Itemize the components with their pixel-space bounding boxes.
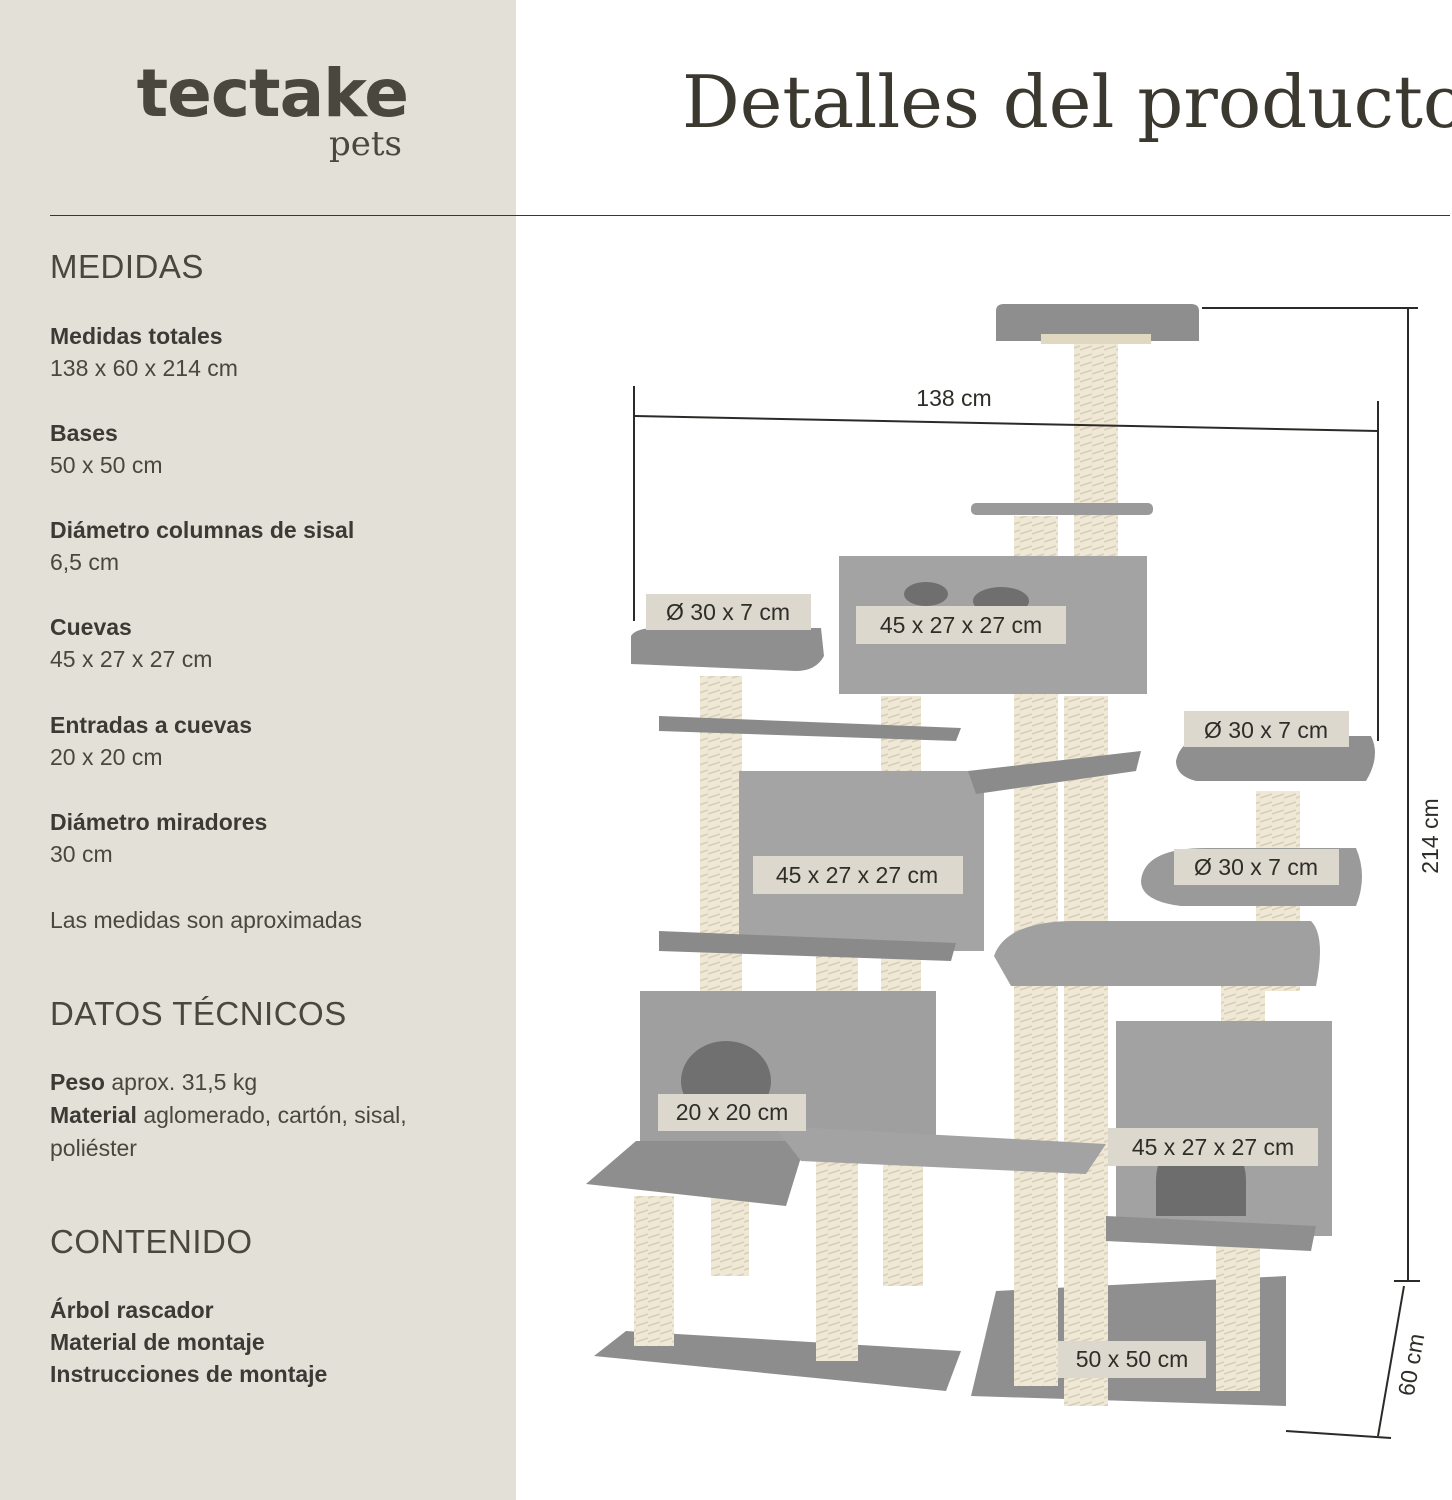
perch-left xyxy=(631,628,824,671)
sisal-post xyxy=(1064,696,1108,1406)
brand-sub: pets xyxy=(329,124,402,164)
spec-label: Entradas a cuevas xyxy=(50,712,253,738)
spec-label: Diámetro columnas de sisal xyxy=(50,517,355,543)
depth-label: 60 cm xyxy=(1393,1332,1429,1398)
technical-data: Peso aprox. 31,5 kg Material aglomerado,… xyxy=(50,1066,470,1165)
tag-background xyxy=(753,856,963,894)
material-label: Material xyxy=(50,1102,137,1128)
base-label: 50 x 50 cm xyxy=(1076,1346,1189,1372)
spec-label: Medidas totales xyxy=(50,323,223,349)
step xyxy=(586,1141,806,1206)
height-label: 214 cm xyxy=(1417,798,1443,873)
spec-value: 50 x 50 cm xyxy=(50,452,163,478)
measurements-note: Las medidas son aproximadas xyxy=(50,907,362,933)
spec-item: Diámetro columnas de sisal 6,5 cm xyxy=(50,514,354,578)
spec-value: 138 x 60 x 214 cm xyxy=(50,355,238,381)
depth-dimension-line xyxy=(1377,1285,1405,1437)
tag-background xyxy=(1174,849,1339,885)
entrance-label: 20 x 20 cm xyxy=(676,1099,789,1125)
material-value: aglomerado, cartón, sisal, poliéster xyxy=(50,1102,407,1161)
spec-value: 30 cm xyxy=(50,841,113,867)
section-heading-datos: DATOS TÉCNICOS xyxy=(50,995,347,1032)
width-label: 138 cm xyxy=(916,385,991,411)
weight-label: Peso xyxy=(50,1069,105,1095)
depth-dimension-tick xyxy=(1285,1430,1392,1439)
tag-background xyxy=(658,1094,806,1131)
shelf xyxy=(659,716,961,741)
spec-label: Diámetro miradores xyxy=(50,809,268,835)
brand-name: tectake xyxy=(136,55,409,132)
spec-item: Entradas a cuevas 20 x 20 cm xyxy=(50,709,252,773)
tag-background xyxy=(1108,1128,1318,1166)
section-heading-contenido: CONTENIDO xyxy=(50,1223,253,1260)
bridge xyxy=(774,1126,1106,1174)
spec-label: Cuevas xyxy=(50,614,132,640)
cave-label: 45 x 27 x 27 cm xyxy=(1132,1134,1294,1160)
cave-label: 45 x 27 x 27 cm xyxy=(880,612,1042,638)
platform xyxy=(971,503,1153,515)
sisal-post xyxy=(1074,336,1118,556)
sisal-post xyxy=(711,1196,749,1276)
tag-background xyxy=(1184,711,1349,747)
width-dimension-line xyxy=(633,415,1379,432)
sisal-post xyxy=(883,1161,923,1286)
contents-list: Árbol rascador Material de montaje Instr… xyxy=(50,1294,327,1390)
spec-label: Bases xyxy=(50,420,118,446)
tag-background xyxy=(1058,1341,1206,1378)
platform-label: Ø 30 x 7 cm xyxy=(1204,717,1328,743)
shelf xyxy=(968,751,1141,794)
contents-item: Árbol rascador xyxy=(50,1297,214,1323)
cave-hole xyxy=(904,582,948,606)
shelf xyxy=(1106,1216,1316,1251)
cave-label: 45 x 27 x 27 cm xyxy=(776,862,938,888)
spec-item: Cuevas 45 x 27 x 27 cm xyxy=(50,611,212,675)
spec-item: Bases 50 x 50 cm xyxy=(50,417,163,481)
left-panel xyxy=(0,0,516,1500)
weight-value: aprox. 31,5 kg xyxy=(111,1069,258,1095)
spec-value: 45 x 27 x 27 cm xyxy=(50,646,213,672)
product-diagram: 138 cm 214 cm 60 cm Ø 30 x 7 cm 45 x 27 … xyxy=(586,304,1443,1439)
shelf xyxy=(659,931,956,961)
spec-item: Medidas totales 138 x 60 x 214 cm xyxy=(50,320,238,384)
sisal-post xyxy=(634,1196,674,1346)
section-heading-medidas: MEDIDAS xyxy=(50,248,204,285)
brand-logo: tectake pets xyxy=(118,55,409,164)
contents-item: Instrucciones de montaje xyxy=(50,1361,328,1387)
large-platform xyxy=(994,921,1320,986)
page-title: Detalles del producto xyxy=(682,60,1452,144)
spec-value: 6,5 cm xyxy=(50,549,120,575)
divider xyxy=(50,215,1450,216)
base-left xyxy=(594,1331,961,1391)
tag-background xyxy=(646,594,811,630)
platform-label: Ø 30 x 7 cm xyxy=(666,599,790,625)
spec-value: 20 x 20 cm xyxy=(50,744,163,770)
contents-item: Material de montaje xyxy=(50,1329,265,1355)
perch-right-upper xyxy=(1176,736,1375,781)
top-perch xyxy=(996,304,1199,341)
platform-label: Ø 30 x 7 cm xyxy=(1194,854,1318,880)
tag-background xyxy=(856,606,1066,644)
perch-cushion xyxy=(1041,334,1151,344)
spec-item: Diámetro miradores 30 cm xyxy=(50,806,267,870)
